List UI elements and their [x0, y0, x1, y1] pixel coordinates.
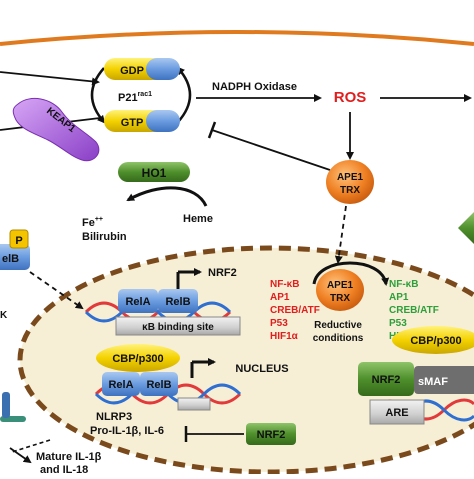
nrf2-bottom-box: [246, 423, 296, 445]
mature-il-label-1: Mature IL-1β: [36, 451, 102, 463]
relb-box-1: [158, 289, 198, 313]
gtp-capsule: GTP: [104, 110, 180, 132]
mature-il-arrow: [9, 447, 32, 464]
phospho-box: [9, 229, 29, 249]
tf-reduced-item: CREB/ATF: [389, 305, 439, 316]
nadph-oxidase-label: NADPH Oxidase: [212, 81, 297, 93]
pro-il-label: Pro-IL-1β, IL-6: [90, 425, 164, 437]
rac1-cycle-right-arrow: [176, 66, 192, 123]
tf-reduced-item: NF-κB: [389, 279, 418, 290]
relb-label-1: RelB: [165, 296, 190, 308]
relb-left-label: elB: [2, 253, 19, 265]
keap1-protein: KEAP1: [12, 97, 100, 162]
tf-oxidized-list: NF-κB AP1 CREB/ATF P53 HIF1α: [270, 279, 320, 342]
smaf-label: sMAF: [418, 376, 448, 388]
nrf2-gene-label: NRF2: [208, 267, 237, 279]
kappa-label: K: [0, 310, 8, 321]
kb-binding-site-box: [115, 316, 241, 336]
ape1-inhibits-rac1: [211, 129, 331, 171]
nfkb-translocation-arrow: [29, 271, 84, 310]
rac1-cycle-left-arrow: [90, 67, 106, 124]
nlrp3-label: NLRP3: [96, 411, 132, 423]
nrf2-right-box: [358, 362, 414, 396]
tf-oxidized-item: P53: [270, 318, 288, 329]
cbp-p300-right: [392, 326, 474, 354]
rela-label-1: RelA: [125, 296, 150, 308]
relb-box-2: [140, 372, 178, 396]
cbp-right-label: CBP/p300: [410, 335, 461, 347]
reductive-label: Reductive: [314, 320, 362, 331]
gdp-label: GDP: [120, 65, 144, 77]
nrf2-right-label: NRF2: [372, 374, 401, 386]
promoter-grey-box: [177, 397, 211, 411]
tf-oxidized-item: AP1: [270, 292, 290, 303]
fe-label: Fe++: [82, 216, 103, 229]
kb-binding-site-label: κB binding site: [142, 322, 214, 333]
ros-label: ROS: [334, 89, 367, 106]
are-box: [369, 399, 425, 425]
mature-il-label-2: and IL-18: [40, 464, 88, 474]
rela-label-2: RelA: [108, 379, 133, 391]
cbp-left-label: CBP/p300: [112, 353, 163, 365]
tf-oxidized-item: NF-κB: [270, 279, 299, 290]
p21-label: P21rac1: [118, 91, 152, 104]
bilirubin-label: Bilirubin: [82, 231, 127, 243]
tf-oxidized-item: CREB/ATF: [270, 305, 320, 316]
right-edge-protein: [458, 212, 474, 244]
rela-box-2: [102, 372, 140, 396]
ape1-top-label: APE1: [337, 172, 364, 183]
trx-mid-label: TRX: [330, 293, 350, 304]
rela-box-1: [118, 289, 158, 313]
tf-reduced-item: P53: [389, 318, 407, 329]
ape1-trx-mid: [316, 269, 364, 311]
cell-membrane: [0, 30, 474, 46]
smaf-box: [414, 366, 474, 394]
heme-label: Heme: [183, 213, 213, 225]
phospho-label: P: [15, 235, 22, 247]
trx-top-label: TRX: [340, 185, 360, 196]
heme-degradation-arrow: [126, 186, 208, 207]
relb-left-box: [0, 244, 30, 270]
conditions-label: conditions: [313, 333, 364, 344]
are-label: ARE: [385, 407, 408, 419]
redox-cycle-arrow: [312, 261, 390, 286]
cbp-p300-left: [96, 344, 180, 372]
nrf2-bottom-label: NRF2: [257, 429, 286, 441]
ape1-mid-label: APE1: [327, 280, 354, 291]
ape1-trx-top: [326, 160, 374, 204]
gdp-capsule: GDP: [104, 58, 180, 80]
relb-label-2: RelB: [146, 379, 171, 391]
tf-oxidized-item: HIF1α: [270, 331, 299, 342]
ho1-box: [118, 162, 190, 182]
cleaved-peptide-bar: [2, 392, 10, 418]
ape1-translocation-arrow: [334, 205, 347, 264]
ho1-label: HO1: [142, 166, 167, 180]
inhibition-bar: [207, 121, 217, 139]
gtp-label: GTP: [121, 117, 144, 129]
tf-reduced-item: AP1: [389, 292, 409, 303]
nucleus-label: NUCLEUS: [235, 363, 288, 375]
input-arrow-to-rac1: [0, 71, 100, 86]
